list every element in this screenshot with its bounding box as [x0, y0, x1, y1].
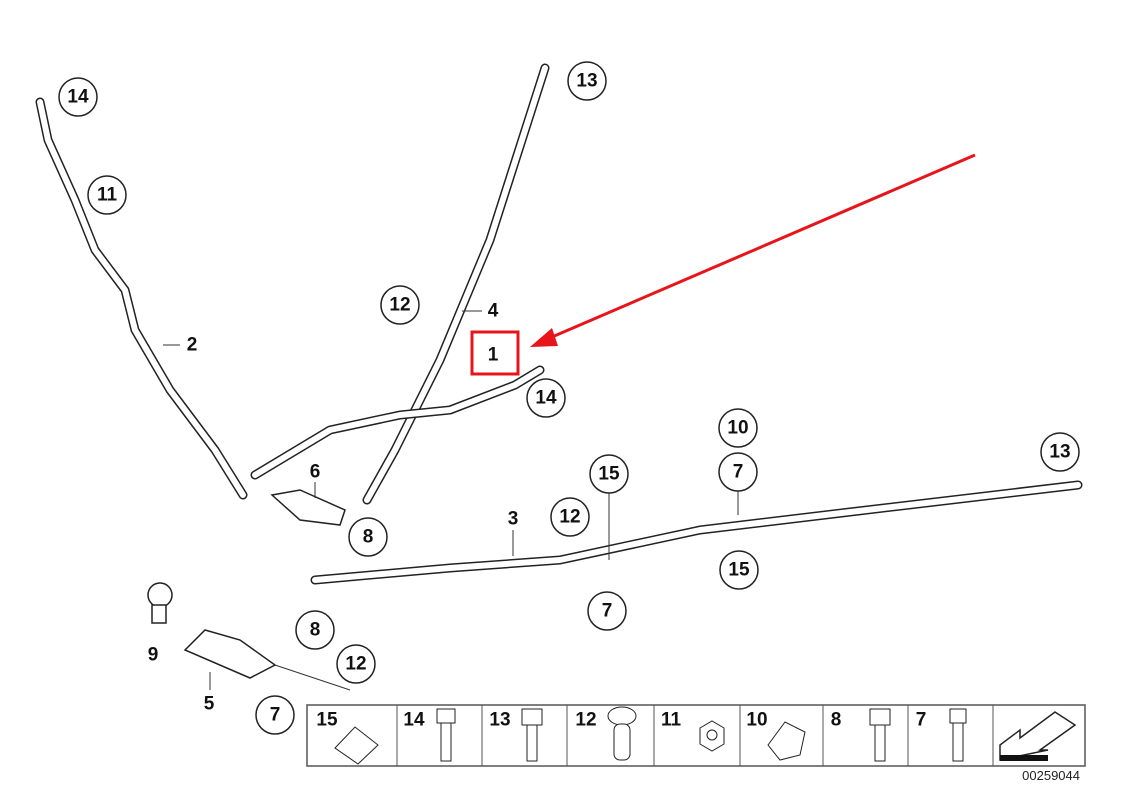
svg-text:8: 8: [363, 527, 374, 548]
callout-7: 7: [255, 695, 295, 735]
legend-num-14: 14: [403, 710, 425, 731]
part-4-strut[interactable]: [362, 63, 550, 505]
svg-text:10: 10: [727, 418, 748, 439]
svg-text:11: 11: [97, 185, 118, 206]
callout-15: 15: [719, 550, 759, 590]
legend-num-12: 12: [575, 710, 596, 731]
cage-nut-icon: [767, 721, 806, 761]
callout-12: 12: [336, 644, 376, 684]
hex-bolt-icon: [521, 708, 543, 762]
clip-nut-icon: [334, 726, 379, 765]
callout-12: 12: [550, 497, 590, 537]
legend-num-13: 13: [489, 710, 510, 731]
highlight-box: [470, 330, 520, 376]
svg-text:15: 15: [728, 560, 750, 581]
callout-13: 13: [567, 61, 607, 101]
label-part-2: 2: [187, 335, 198, 356]
svg-text:15: 15: [598, 464, 620, 485]
callout-12: 12: [380, 285, 420, 325]
svg-text:12: 12: [559, 507, 580, 528]
part-9-sensor[interactable]: [147, 582, 173, 624]
legend-num-8: 8: [831, 710, 842, 731]
label-part-9: 9: [148, 645, 159, 666]
label-part-1: 1: [488, 345, 499, 366]
callout-15: 15: [589, 454, 629, 494]
legend-num-11: 11: [661, 710, 682, 731]
part-2-strut[interactable]: [35, 97, 248, 500]
part-1-strut[interactable]: [250, 365, 545, 480]
callout-7: 7: [587, 591, 627, 631]
hex-bolt-icon: [436, 708, 456, 762]
svg-text:7: 7: [602, 601, 613, 622]
arrow-down-left-icon: [999, 711, 1077, 761]
label-part-3: 3: [508, 509, 519, 530]
label-part-5: 5: [204, 694, 215, 715]
svg-text:8: 8: [310, 620, 321, 641]
hex-bolt-icon: [869, 708, 891, 762]
callout-14: 14: [526, 378, 566, 418]
part-6-bracket[interactable]: [270, 489, 346, 526]
fastener-legend: 15 14 13 12 11 10 8 7: [306, 704, 1086, 767]
part-3-strut[interactable]: [310, 480, 1083, 585]
svg-text:12: 12: [345, 654, 366, 675]
callout-10: 10: [718, 408, 758, 448]
svg-text:14: 14: [535, 388, 557, 409]
svg-text:12: 12: [389, 295, 410, 316]
callout-13: 13: [1040, 432, 1080, 472]
diagram-code: 00259044: [1022, 768, 1080, 783]
svg-text:7: 7: [270, 705, 281, 726]
label-part-4: 4: [488, 301, 499, 322]
hex-nut-icon: [699, 720, 725, 752]
red-arrow-icon: [530, 153, 976, 347]
svg-text:7: 7: [733, 462, 744, 483]
rivet-nut-icon: [607, 706, 637, 761]
callout-7: 7: [718, 452, 758, 492]
part-5-bracket[interactable]: [183, 629, 277, 679]
svg-text:14: 14: [67, 87, 89, 108]
callout-8: 8: [295, 610, 335, 650]
callout-8: 8: [348, 517, 388, 557]
legend-num-15: 15: [316, 710, 338, 731]
callout-14: 14: [58, 77, 98, 117]
leader-lines: [163, 310, 739, 691]
label-part-6: 6: [310, 462, 321, 483]
hex-bolt-icon: [949, 708, 967, 762]
svg-text:13: 13: [1049, 442, 1070, 463]
callout-11: 11: [87, 175, 127, 215]
legend-num-7: 7: [916, 710, 927, 731]
svg-text:13: 13: [576, 71, 597, 92]
legend-num-10: 10: [746, 710, 767, 731]
